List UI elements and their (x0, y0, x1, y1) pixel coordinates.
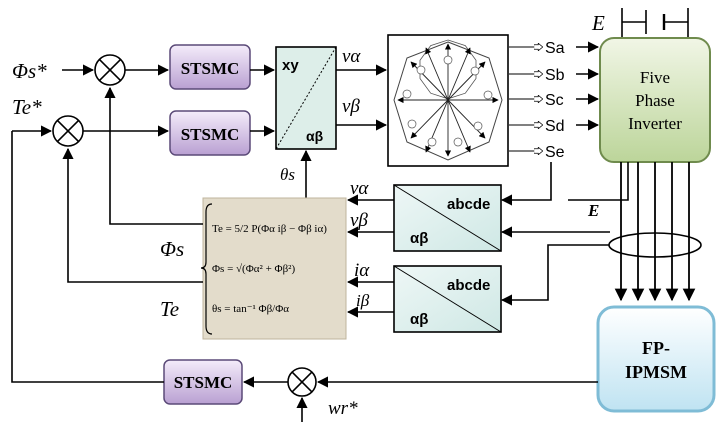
svg-text:Phase: Phase (635, 91, 675, 110)
dc-source: E (591, 8, 689, 38)
xy-alphabeta-block: xy αβ (275, 46, 337, 150)
svg-text:STSMC: STSMC (181, 59, 240, 78)
svg-text:αβ: αβ (306, 128, 324, 144)
svg-text:Se: Se (545, 144, 565, 161)
v-beta-in-label: vβ (350, 210, 368, 231)
svg-text:abcde: abcde (447, 196, 490, 213)
svg-text:E: E (591, 11, 605, 35)
v-beta-out-label: vβ (342, 96, 360, 117)
switch-signals: Sa Sb Sc Sd Se (509, 40, 565, 161)
svg-text:Sd: Sd (545, 118, 565, 135)
speed-ref-label: wr* (328, 398, 358, 419)
svg-text:IPMSM: IPMSM (625, 362, 687, 382)
svg-text:αβ: αβ (410, 230, 428, 247)
svg-text:STSMC: STSMC (174, 373, 233, 392)
abcde-voltage-block: abcde αβ (393, 184, 502, 252)
estimator-block: Te = 5/2 P(Φα iβ − Φβ iα) Φs = √(Φα² + Φ… (200, 197, 347, 340)
abcde-current-block: abcde αβ (393, 265, 502, 333)
svg-text:STSMC: STSMC (181, 125, 240, 144)
svg-text:FP-: FP- (642, 338, 670, 358)
flux-feedback-label: Φs (160, 237, 184, 261)
sum-junction-speed (287, 367, 317, 397)
svg-text:abcde: abcde (447, 277, 490, 294)
svg-text:αβ: αβ (410, 311, 428, 328)
equation-flux: Φs = √(Φα² + Φβ²) (212, 263, 295, 275)
i-alpha-label: iα (354, 260, 370, 281)
i-beta-label: iβ (356, 291, 370, 310)
fp-ipmsm-block: FP- IPMSM (596, 305, 716, 413)
svm-vector-block (387, 34, 509, 167)
five-phase-inverter-block: Five Phase Inverter (599, 37, 711, 163)
svg-text:Sc: Sc (545, 92, 564, 109)
v-alpha-out-label: vα (342, 46, 361, 67)
stsmc-speed-block: STSMC (163, 359, 243, 405)
stsmc-torque-block: STSMC (169, 110, 251, 156)
torque-feedback-label: Te (160, 297, 179, 321)
v-alpha-in-label: vα (350, 178, 369, 199)
svg-text:Inverter: Inverter (628, 114, 682, 133)
phase-lines (614, 162, 696, 302)
flux-ref-label: Φs* (12, 59, 47, 83)
svg-text:Five: Five (640, 68, 670, 87)
sum-junction-flux (94, 54, 126, 86)
svg-text:Sa: Sa (545, 40, 565, 57)
dc-voltage-label-2: E (587, 201, 599, 220)
svg-text:Sb: Sb (545, 67, 565, 84)
stsmc-flux-block: STSMC (169, 44, 251, 90)
sum-junction-torque (52, 115, 84, 147)
equation-torque: Te = 5/2 P(Φα iβ − Φβ iα) (212, 223, 327, 235)
equation-angle: θs = tan⁻¹ Φβ/Φα (212, 303, 289, 315)
torque-ref-label: Te* (12, 95, 42, 119)
svg-text:xy: xy (282, 57, 299, 74)
theta-s-label: θs (280, 165, 295, 184)
